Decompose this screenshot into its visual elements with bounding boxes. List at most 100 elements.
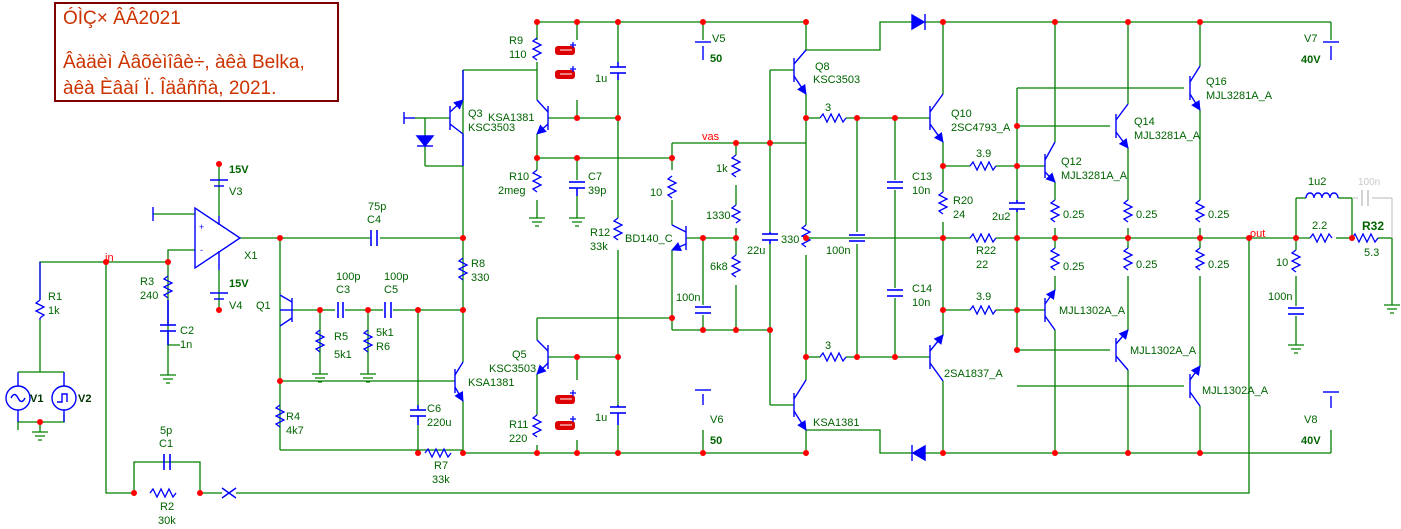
title-line-3: àêà Èâàí Ï. Îäåññà, 2021. xyxy=(63,78,277,99)
resistor-3-9-bottom xyxy=(969,304,997,316)
label-r12: R12 xyxy=(590,227,610,239)
value-330: 330 xyxy=(781,234,799,246)
resistor-2-2 xyxy=(1309,232,1333,244)
resistor-r2 xyxy=(149,487,177,499)
label-v6: V6 xyxy=(710,414,723,426)
label-q10: Q10 xyxy=(951,108,972,120)
resistor-10-out xyxy=(1290,249,1302,273)
label-q1: Q1 xyxy=(256,300,271,312)
resistor-r8 xyxy=(457,257,469,281)
part-q16: MJL3281A_A xyxy=(1206,90,1273,102)
title-block: ÓÌÇ× ÂÂ2021 Âàäèì Àâõèìîâè÷, àêà Belka, … xyxy=(54,2,339,102)
source-v2 xyxy=(51,385,77,411)
transistor-q10 xyxy=(929,93,944,143)
battery-v3 xyxy=(210,179,228,187)
value-r2: 30k xyxy=(158,515,176,527)
capacitors xyxy=(160,62,1304,470)
resistor-3-9-top xyxy=(969,160,997,172)
label-v4: V4 xyxy=(229,300,242,312)
label-q8: Q8 xyxy=(815,61,830,73)
capacitor-2u2 xyxy=(1009,200,1025,212)
label-r5: R5 xyxy=(334,331,348,343)
label-c7: C7 xyxy=(588,171,602,183)
svg-text:+: + xyxy=(199,222,204,232)
transistor-mjl1302-3 xyxy=(1189,365,1201,407)
label-v2: V2 xyxy=(78,393,91,405)
resistor-0-25-b xyxy=(1049,247,1061,271)
label-r8: R8 xyxy=(471,258,485,270)
value-1330: 1330 xyxy=(706,210,730,222)
capacitor-c3 xyxy=(337,302,344,318)
resistor-0-25-d xyxy=(1122,247,1134,271)
resistor-r5 xyxy=(314,329,326,353)
value-3-9-top: 3.9 xyxy=(976,148,991,160)
ground-symbols xyxy=(32,217,1400,441)
part-ksa1381-b: KSA1381 xyxy=(488,112,534,124)
capacitor-1u-bottom xyxy=(610,405,626,425)
label-q5: Q5 xyxy=(512,349,527,361)
part-ksc3503-q8: KSC3503 xyxy=(813,74,860,86)
value-10: 10 xyxy=(650,187,662,199)
value-2u2: 2u2 xyxy=(992,211,1010,223)
value-0-25-a: 0.25 xyxy=(1063,209,1084,221)
value-c2: 1n xyxy=(180,339,192,351)
label-c14: C14 xyxy=(912,283,932,295)
transistor-q12 xyxy=(1044,141,1056,183)
value-r22: 22 xyxy=(976,259,988,271)
value-r20: 24 xyxy=(953,209,965,221)
transistor-q3 xyxy=(449,70,464,166)
value-10-out: 10 xyxy=(1276,257,1288,269)
value-r7: 33k xyxy=(432,474,450,486)
diode-q3 xyxy=(415,135,435,148)
label-c1: C1 xyxy=(159,438,173,450)
value-22u: 22u xyxy=(747,245,765,257)
label-r6: R6 xyxy=(376,341,390,353)
transistor-q5 xyxy=(536,339,549,375)
resistor-0-25-e xyxy=(1194,199,1206,223)
transistor-q8 xyxy=(793,49,807,95)
resistor-r3 xyxy=(162,275,174,299)
value-0-25-e: 0.25 xyxy=(1208,209,1229,221)
transistor-q1 xyxy=(279,294,293,327)
transistor-bd140 xyxy=(671,224,687,252)
value-v3: 15V xyxy=(229,164,249,176)
trimmer-pads xyxy=(555,42,576,430)
capacitor-c7 xyxy=(569,181,585,196)
value-r9: 110 xyxy=(509,49,527,61)
value-r5: 5k1 xyxy=(334,349,352,361)
label-r1: R1 xyxy=(48,291,62,303)
diode-top xyxy=(911,13,926,31)
capacitor-c4 xyxy=(370,230,378,246)
value-6k8: 6k8 xyxy=(710,261,728,273)
battery-v7 xyxy=(1323,41,1339,60)
value-r32: 5.3 xyxy=(1364,247,1379,259)
capacitor-1u-top xyxy=(610,62,626,80)
value-1u-top: 1u xyxy=(595,73,607,85)
value-100n-out: 100n xyxy=(1268,291,1292,303)
resistors xyxy=(34,37,1379,499)
value-2-2: 2.2 xyxy=(1312,220,1327,232)
resistor-r12 xyxy=(612,217,624,241)
transistor-2sa1837 xyxy=(929,334,944,382)
label-q14: Q14 xyxy=(1134,116,1155,128)
label-v7: V7 xyxy=(1304,33,1317,45)
resistor-0-25-f xyxy=(1194,247,1206,271)
part-q12: MJL3281A_A xyxy=(1061,170,1128,182)
value-r6: 5k1 xyxy=(376,327,394,339)
transistor-q16 xyxy=(1189,65,1201,111)
value-c7: 39p xyxy=(588,185,606,197)
resistor-0-25-a xyxy=(1049,199,1061,223)
label-c4: C4 xyxy=(367,214,381,226)
capacitor-100n-vas xyxy=(695,306,711,314)
resistor-6k8 xyxy=(730,254,742,278)
resistor-r7 xyxy=(424,447,452,459)
value-1u2: 1u2 xyxy=(1308,176,1326,188)
resistor-3-top xyxy=(819,112,847,124)
opamp-x1: + - xyxy=(194,206,242,270)
value-v5: 50 xyxy=(710,53,722,65)
label-q3: Q3 xyxy=(468,108,483,120)
label-c6: C6 xyxy=(427,403,441,415)
capacitor-100n-mid xyxy=(849,234,865,242)
